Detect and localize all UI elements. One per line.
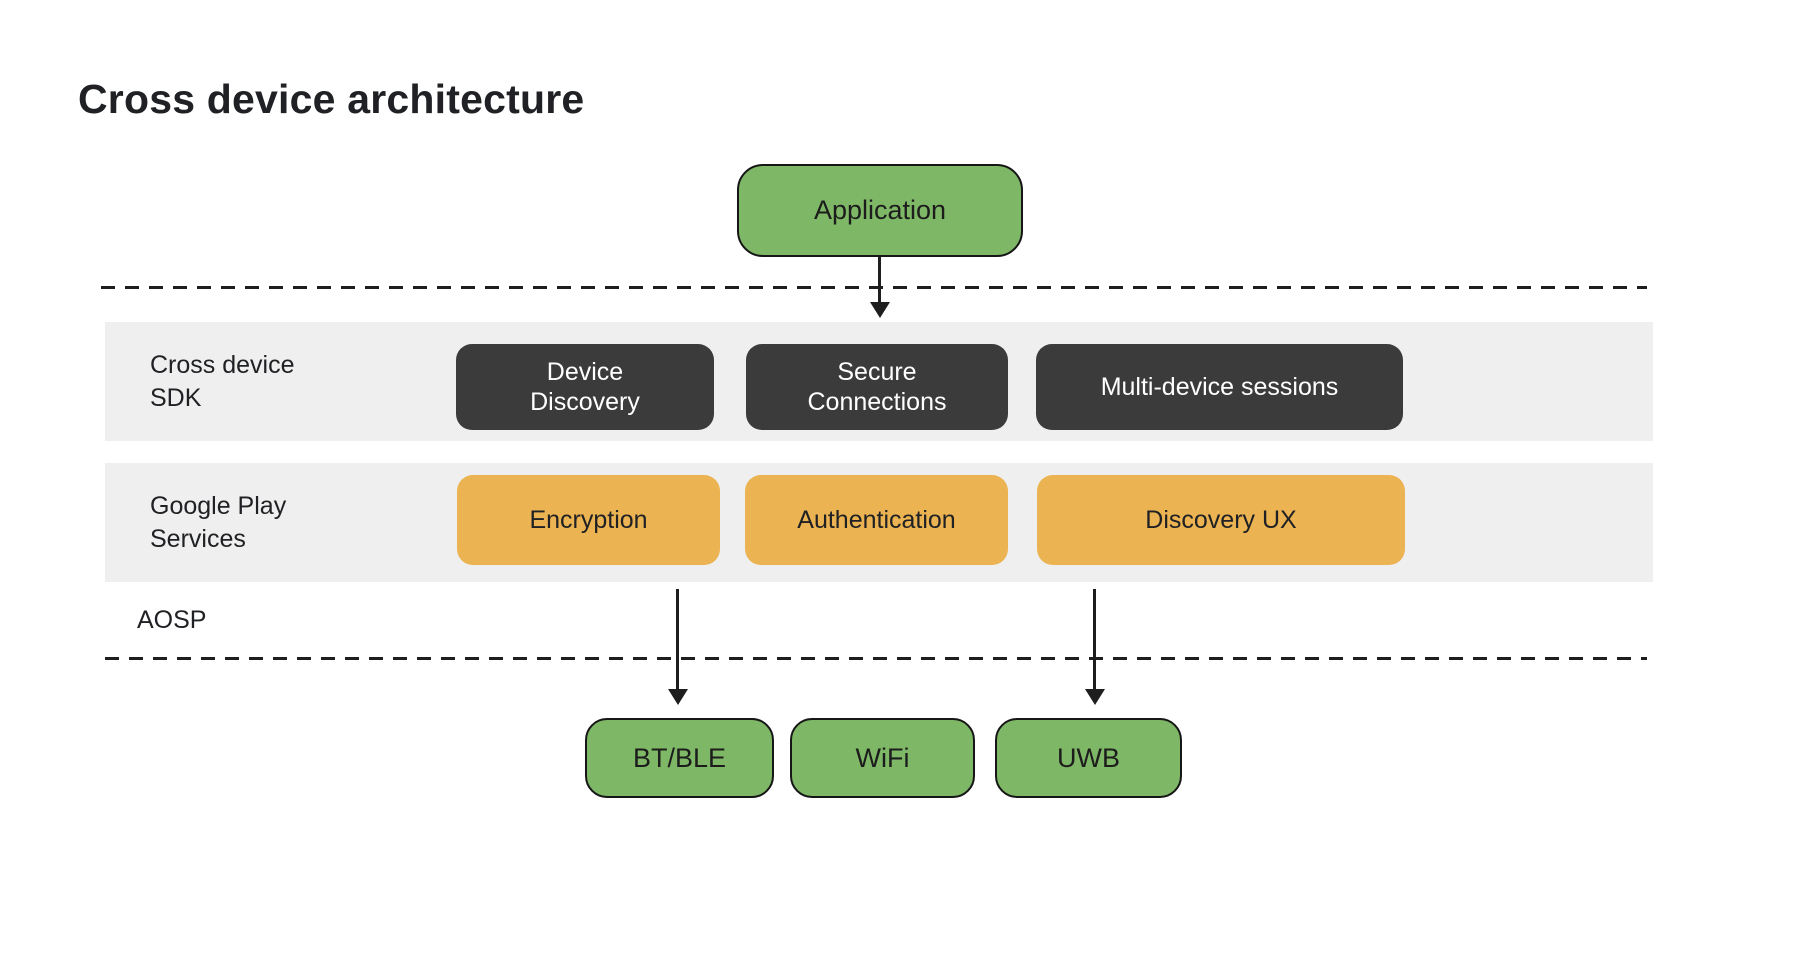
aosp-label: AOSP bbox=[137, 606, 207, 634]
application-node: Application bbox=[737, 164, 1023, 257]
arrow-application-to-sdk-head-icon bbox=[870, 302, 890, 318]
arrow-application-to-sdk-stem bbox=[878, 257, 881, 304]
layer-boundary-dash-bottom bbox=[105, 657, 1647, 660]
node-encryption: Encryption bbox=[457, 475, 720, 565]
sdk-band-label: Cross device SDK bbox=[150, 351, 295, 412]
node-uwb: UWB bbox=[995, 718, 1182, 798]
diagram-title: Cross device architecture bbox=[78, 76, 585, 122]
arrow-gms-to-btble-stem bbox=[676, 589, 679, 691]
node-device-discovery: Device Discovery bbox=[456, 344, 714, 430]
node-discovery-ux: Discovery UX bbox=[1037, 475, 1405, 565]
node-authentication: Authentication bbox=[745, 475, 1008, 565]
node-btble: BT/BLE bbox=[585, 718, 774, 798]
arrow-gms-to-uwb-head-icon bbox=[1085, 689, 1105, 705]
node-multi-device-sessions: Multi-device sessions bbox=[1036, 344, 1403, 430]
node-wifi: WiFi bbox=[790, 718, 975, 798]
gms-band-label: Google Play Services bbox=[150, 492, 287, 553]
arrow-gms-to-uwb-stem bbox=[1093, 589, 1096, 691]
arrow-gms-to-btble-head-icon bbox=[668, 689, 688, 705]
node-secure-connections: Secure Connections bbox=[746, 344, 1008, 430]
layer-boundary-dash-top bbox=[101, 286, 1647, 289]
